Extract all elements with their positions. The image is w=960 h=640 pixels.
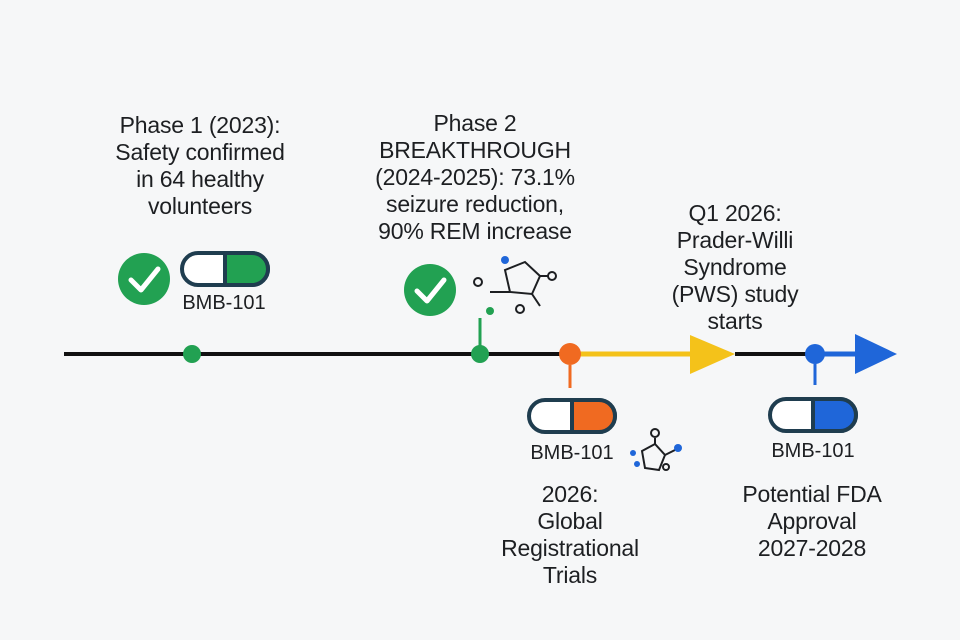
milestone-3-line-1: 2026: — [541, 481, 599, 507]
milestone-3-label: 2026: Global Registrational Trials — [475, 481, 665, 589]
milestone-5-line-2: Approval — [767, 508, 857, 534]
milestone-3-line-2: Global — [537, 508, 603, 534]
milestone-5-line-3: 2027-2028 — [757, 535, 867, 561]
milestone-2-dot — [471, 345, 489, 363]
capsule-icon — [527, 398, 617, 434]
molecule-icon — [473, 256, 557, 315]
milestone-2-line-3: (2024-2025): 73.1% — [375, 164, 575, 190]
milestone-2-label: Phase 2 BREAKTHROUGH (2024-2025): 73.1% … — [355, 110, 595, 245]
capsule-icon — [768, 397, 858, 433]
milestone-1-line-1: Phase 1 (2023): — [119, 112, 281, 138]
milestone-1-line-2: Safety confirmed — [115, 139, 285, 165]
checkmark-icon — [404, 264, 456, 316]
milestone-3-line-3: Registrational — [501, 535, 639, 561]
milestone-1-label: Phase 1 (2023): Safety confirmed in 64 h… — [85, 112, 315, 220]
milestone-3-line-4: Trials — [542, 562, 598, 588]
milestone-3-drug-label: BMB-101 — [530, 442, 614, 464]
milestone-2-line-1: Phase 2 — [433, 110, 517, 136]
milestone-3-dot — [559, 343, 581, 365]
checkmark-icon — [118, 253, 170, 305]
yellow-arrow-head — [690, 335, 735, 374]
milestone-1-dot — [183, 345, 201, 363]
milestone-4-line-1: Q1 2026: — [688, 200, 782, 226]
milestone-1-drug-label: BMB-101 — [182, 292, 266, 314]
milestone-4-label: Q1 2026: Prader-Willi Syndrome (PWS) stu… — [640, 200, 830, 335]
blue-arrow-head — [855, 334, 897, 374]
milestone-5-dot — [805, 344, 825, 364]
milestone-1-line-4: volunteers — [147, 193, 253, 219]
milestone-1-line-3: in 64 healthy — [136, 166, 264, 192]
milestone-5-drug-label: BMB-101 — [771, 440, 855, 462]
molecule-icon — [630, 428, 682, 472]
milestone-4-line-3: Syndrome — [683, 254, 787, 280]
milestone-2-line-5: 90% REM increase — [378, 218, 572, 244]
milestone-5-label: Potential FDA Approval 2027-2028 — [712, 481, 912, 562]
milestone-4-line-4: (PWS) study — [671, 281, 799, 307]
milestone-4-line-2: Prader-Willi — [676, 227, 794, 253]
milestone-4-line-5: starts — [707, 308, 763, 334]
milestone-2-line-2: BREAKTHROUGH — [379, 137, 571, 163]
milestone-5-line-1: Potential FDA — [742, 481, 882, 507]
capsule-icon — [180, 251, 270, 287]
milestone-2-line-4: seizure reduction, — [386, 191, 564, 217]
